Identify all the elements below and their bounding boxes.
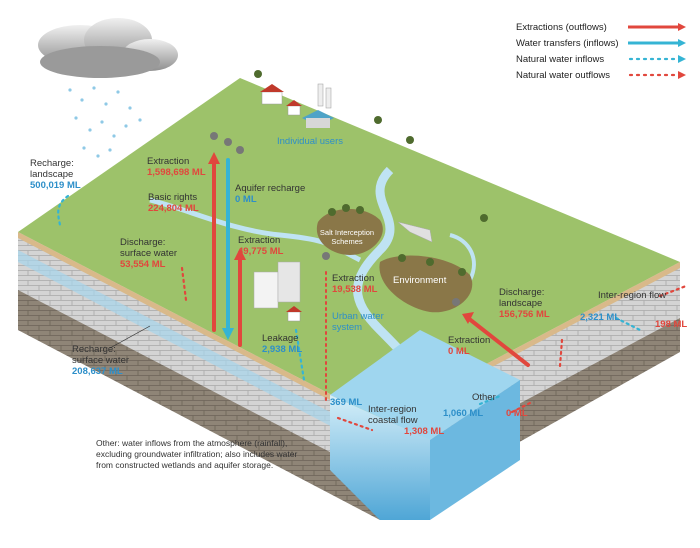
recharge-surface-water: Recharge: surface water 208,637 ML — [72, 344, 130, 377]
legend-natural-inflow-arrow — [628, 55, 686, 63]
inter-region-coastal-flow: Inter-region coastal flow 1,308 ML — [368, 404, 445, 437]
legend-extractions: Extractions (outflows) — [516, 20, 696, 36]
extraction-environment: Extraction 0 ML — [448, 335, 491, 357]
legend-transfers: Water transfers (inflows) — [516, 36, 696, 52]
inter-region-outflow: 198 ML — [655, 319, 688, 330]
bores — [210, 132, 460, 306]
extraction-salt: Extraction 19,538 ML — [332, 273, 378, 295]
inter-region-flow: Inter-region flow — [598, 290, 667, 301]
individual-users-label: Individual users — [277, 136, 344, 147]
legend-natural-outflows: Natural water outflows — [516, 68, 696, 84]
discharge-landscape: Discharge: landscape 156,756 ML — [499, 287, 550, 320]
extraction-main: Extraction 1,598,698 ML — [147, 156, 206, 178]
farm-buildings — [260, 83, 334, 128]
environment-area — [379, 255, 473, 313]
discharge-surface-water: Discharge: surface water 53,554 ML — [120, 237, 178, 270]
coastal-inflow: 369 ML — [330, 397, 363, 408]
leakage: Leakage 2,938 ML — [262, 333, 303, 355]
environment-label: Environment — [393, 275, 447, 286]
legend-extraction-arrow — [628, 23, 686, 31]
footnote: Other: water inflows from the atmosphere… — [96, 438, 298, 470]
other-label: Other — [472, 392, 496, 403]
legend: Extractions (outflows) Water transfers (… — [516, 20, 696, 84]
rain-cloud — [38, 18, 178, 158]
leader-line — [109, 325, 151, 349]
urban-system-label: Urban water system — [332, 311, 384, 333]
trees — [254, 70, 488, 276]
other-outflow: 0 ML — [506, 408, 528, 419]
other-inflow: 1,060 ML — [443, 408, 484, 419]
sea — [330, 330, 520, 520]
inter-region-inflow: 2,321 ML — [580, 312, 621, 323]
salt-interception-label: Salt Interception Schemes — [319, 228, 375, 246]
natural-flows — [57, 194, 688, 432]
dish-structure — [397, 221, 433, 243]
block-left-face — [18, 232, 380, 520]
flow-arrows — [208, 152, 530, 401]
legend-natural-inflows: Natural water inflows — [516, 52, 696, 68]
salt-interception-area — [316, 208, 383, 255]
legend-natural-outflow-arrow — [628, 71, 686, 79]
recharge-landscape: Recharge: landscape 500,019 ML — [30, 158, 81, 191]
legend-transfer-arrow — [628, 39, 686, 47]
aquifer-recharge: Aquifer recharge 0 ML — [235, 183, 306, 205]
basic-rights: Basic rights 224,804 ML — [148, 192, 199, 214]
city-buildings — [253, 261, 302, 322]
extraction-urban: Extraction 49,775 ML — [238, 235, 284, 257]
